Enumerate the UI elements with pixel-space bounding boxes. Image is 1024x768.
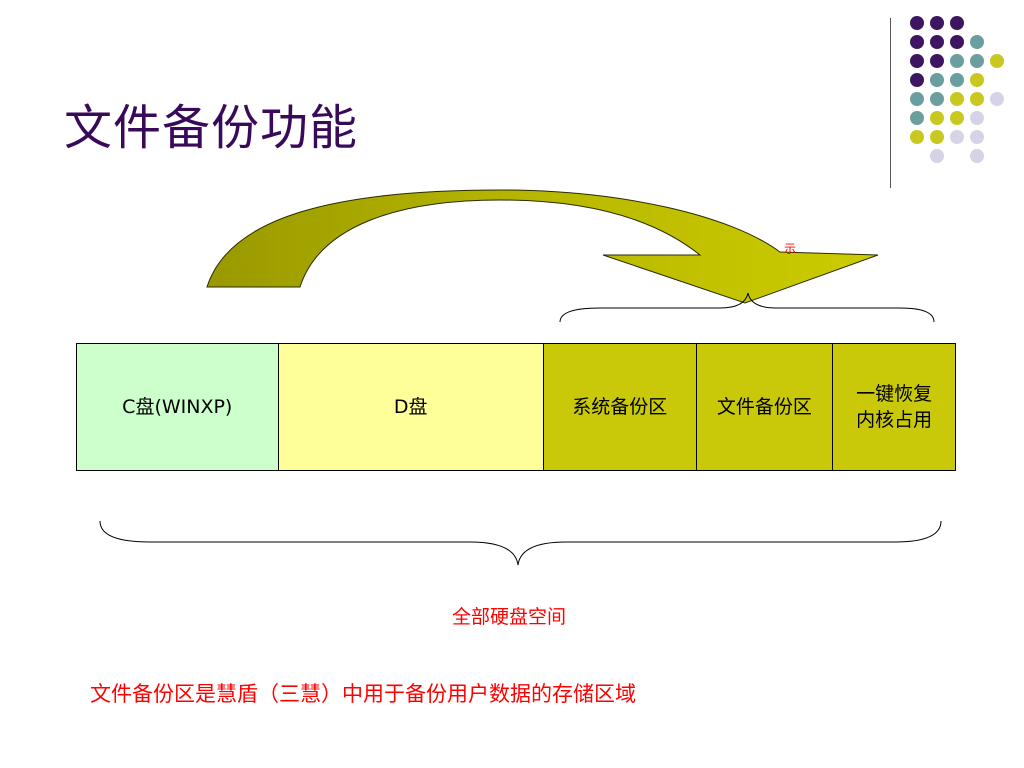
stray-red-mark: 示: [784, 242, 797, 256]
partition-one-key-recovery: 一键恢复 内核占用: [833, 344, 955, 470]
decor-dot: [930, 149, 944, 163]
reserved-area-brace: [559, 292, 935, 323]
decor-dot: [950, 92, 964, 106]
decor-dot: [950, 111, 964, 125]
decor-dot: [950, 35, 964, 49]
partition-one-key-label-line2: 内核占用: [856, 409, 933, 431]
decor-dot: [930, 73, 944, 87]
decor-dot: [970, 35, 984, 49]
partition-file-backup: 文件备份区: [696, 344, 834, 470]
decor-dot: [930, 92, 944, 106]
decor-dot: [990, 54, 1004, 68]
disk-partition-bar: C盘(WINXP) D盘 系统备份区 文件备份区 一键恢复 内核占用: [76, 343, 956, 471]
decor-dot: [950, 54, 964, 68]
decor-dot: [910, 130, 924, 144]
decor-dot: [970, 130, 984, 144]
decor-dot: [910, 35, 924, 49]
partition-c: C盘(WINXP): [77, 344, 279, 470]
whole-disk-brace: [99, 520, 942, 566]
decor-dot: [990, 92, 1004, 106]
decor-dot: [950, 16, 964, 30]
slide-title: 文件备份功能: [64, 100, 359, 156]
decor-dot: [970, 111, 984, 125]
decor-dot: [970, 54, 984, 68]
decor-dot: [910, 16, 924, 30]
partition-one-key-label-line1: 一键恢复: [856, 383, 933, 405]
decor-dot: [910, 54, 924, 68]
decor-dot: [930, 111, 944, 125]
decorative-dot-grid: [900, 10, 1010, 170]
decor-dot: [950, 130, 964, 144]
partition-file-backup-label: 文件备份区: [716, 396, 812, 418]
decor-dot: [910, 92, 924, 106]
decor-dot: [910, 111, 924, 125]
decor-dot: [930, 16, 944, 30]
decor-dot: [930, 130, 944, 144]
decor-dot: [930, 54, 944, 68]
decor-dot: [970, 149, 984, 163]
decor-dot: [910, 73, 924, 87]
partition-d: D盘: [278, 344, 544, 470]
title-divider-line: [890, 18, 891, 188]
decor-dot: [970, 73, 984, 87]
partition-system-backup: 系统备份区: [543, 344, 697, 470]
partition-d-label: D盘: [393, 396, 428, 418]
whole-disk-label: 全部硬盘空间: [452, 606, 567, 628]
partition-c-label: C盘(WINXP): [122, 396, 233, 418]
decor-dot: [930, 35, 944, 49]
decor-dot: [950, 73, 964, 87]
curved-arrow: [206, 189, 879, 304]
footnote-text: 文件备份区是慧盾（三慧）中用于备份用户数据的存储区域: [90, 682, 636, 706]
partition-system-backup-label: 系统备份区: [572, 396, 668, 418]
decor-dot: [970, 92, 984, 106]
